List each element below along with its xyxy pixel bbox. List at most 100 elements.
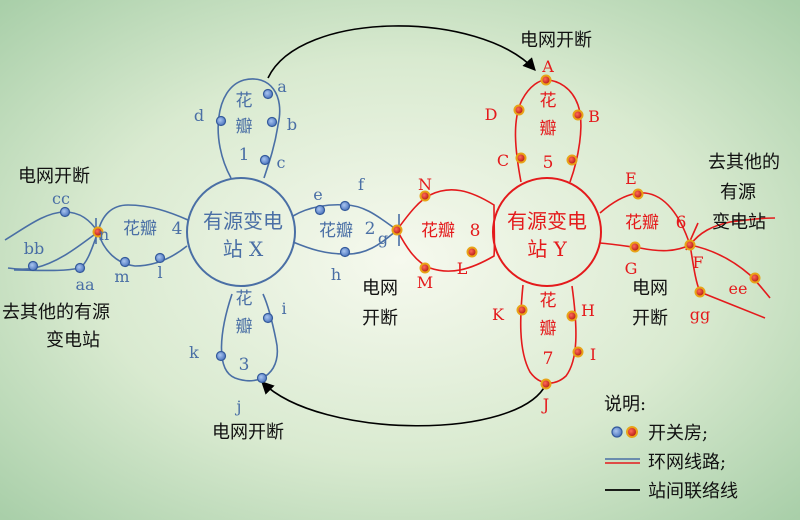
node-K <box>516 304 528 316</box>
node-gg <box>694 286 706 298</box>
node-e <box>314 204 326 216</box>
node-cc <box>59 206 71 218</box>
node-bb <box>27 260 39 272</box>
label-bb: bb <box>24 239 44 258</box>
node-n <box>92 226 104 238</box>
annotations: 电网开断 电网开断 电网开断 电网 开断 电网 开断 去其他的有源 变电站 去其… <box>2 30 780 443</box>
right-other-text-3: 变电站 <box>712 212 766 233</box>
station-y <box>492 177 602 287</box>
petal-5-char1: 花 <box>540 91 557 111</box>
label-h: h <box>331 265 341 284</box>
label-m: m <box>114 267 129 286</box>
label-F: F <box>692 253 703 272</box>
node-aa <box>74 262 86 274</box>
red-petal-labels: 花 瓣 5 花瓣 6 花 瓣 7 花瓣 8 <box>421 91 686 369</box>
node-L <box>466 246 478 258</box>
node-g <box>391 224 403 236</box>
node-D <box>513 104 525 116</box>
petal-1-num: 1 <box>239 145 250 165</box>
petal-3-char1: 花 <box>236 289 253 309</box>
blue-petal-labels: 花 瓣 1 花瓣 2 花 瓣 3 花瓣 4 <box>123 91 375 375</box>
node-J <box>540 378 552 390</box>
right-other-text-2: 有源 <box>720 182 756 203</box>
node-b <box>266 116 278 128</box>
right-open-text-1: 电网 <box>632 278 668 299</box>
node-f <box>339 200 351 212</box>
node-h <box>339 246 351 258</box>
mid-open-text-1: 电网 <box>362 278 398 299</box>
node-A <box>540 74 552 86</box>
label-cc: cc <box>52 189 70 208</box>
red-node-labels: A B C D E F G H I J K L M N ee gg <box>417 57 748 414</box>
petal-8-text: 花瓣 <box>421 221 455 241</box>
node-d <box>215 115 227 127</box>
node-N <box>419 190 431 202</box>
petal-7-num: 7 <box>543 349 554 369</box>
node-a <box>262 88 274 100</box>
petal-6-text: 花瓣 <box>625 213 659 233</box>
petal-7-char2: 瓣 <box>540 319 557 339</box>
legend-tie-line: 站间联络线 <box>648 481 738 502</box>
label-k: k <box>189 343 199 362</box>
label-c: c <box>277 153 286 172</box>
node-c <box>259 154 271 166</box>
petal-2-text: 花瓣 <box>319 221 353 241</box>
node-E <box>632 188 644 200</box>
label-L: L <box>457 259 468 278</box>
legend-switch-room: 开关房; <box>648 423 708 444</box>
label-C: C <box>497 151 509 170</box>
station-x-line1: 有源变电 <box>203 209 283 233</box>
petal-5-char2: 瓣 <box>540 119 557 139</box>
blue-node-labels: a b c d e f h i j k l m aa bb cc n g <box>24 77 388 416</box>
node-node5 <box>566 154 578 166</box>
label-f: f <box>358 175 365 194</box>
label-b: b <box>287 115 297 134</box>
legend-ring-line: 环网线路; <box>648 452 726 473</box>
label-I: I <box>590 345 596 364</box>
node-H <box>566 310 578 322</box>
label-d: d <box>194 106 204 125</box>
label-E: E <box>625 169 637 188</box>
label-ee: ee <box>729 279 748 298</box>
node-l <box>154 252 166 264</box>
petal-7-char1: 花 <box>540 291 557 311</box>
petal-2-num: 2 <box>365 219 376 239</box>
node-i <box>262 312 274 324</box>
label-i: i <box>281 299 286 318</box>
station-x-line2: 站 X <box>223 237 264 261</box>
left-other-text-1: 去其他的有源 <box>2 302 110 323</box>
label-g: g <box>378 229 388 248</box>
label-B: B <box>588 107 600 126</box>
label-N: N <box>418 175 432 194</box>
label-M: M <box>417 273 433 292</box>
petal-5-num: 5 <box>543 153 554 173</box>
node-j <box>256 372 268 384</box>
tie-line-bottom <box>261 381 547 427</box>
petal-8-num: 8 <box>470 221 481 241</box>
station-y-line1: 有源变电 <box>507 209 587 233</box>
label-H: H <box>581 301 595 320</box>
legend-title: 说明: <box>604 394 646 415</box>
label-A: A <box>541 57 554 76</box>
petal-4-num: 4 <box>172 219 183 239</box>
label-e: e <box>313 185 322 204</box>
legend-red-node-icon <box>626 426 638 438</box>
node-m <box>119 256 131 268</box>
station-x <box>186 177 296 287</box>
station-y-text: 有源变电 站 Y <box>507 209 587 261</box>
petal-1-char1: 花 <box>236 91 253 111</box>
right-external-line-ee <box>689 244 771 299</box>
right-external-line-up <box>689 217 776 246</box>
label-a: a <box>277 77 287 96</box>
label-gg: gg <box>690 305 710 324</box>
top-open-text: 电网开断 <box>520 30 592 51</box>
label-J: J <box>541 395 549 414</box>
label-n: n <box>99 225 109 244</box>
label-D: D <box>485 105 498 124</box>
node-M <box>419 262 431 274</box>
node-C <box>515 152 527 164</box>
right-open-text-2: 开断 <box>632 308 668 329</box>
right-other-text-1: 去其他的 <box>708 152 780 173</box>
